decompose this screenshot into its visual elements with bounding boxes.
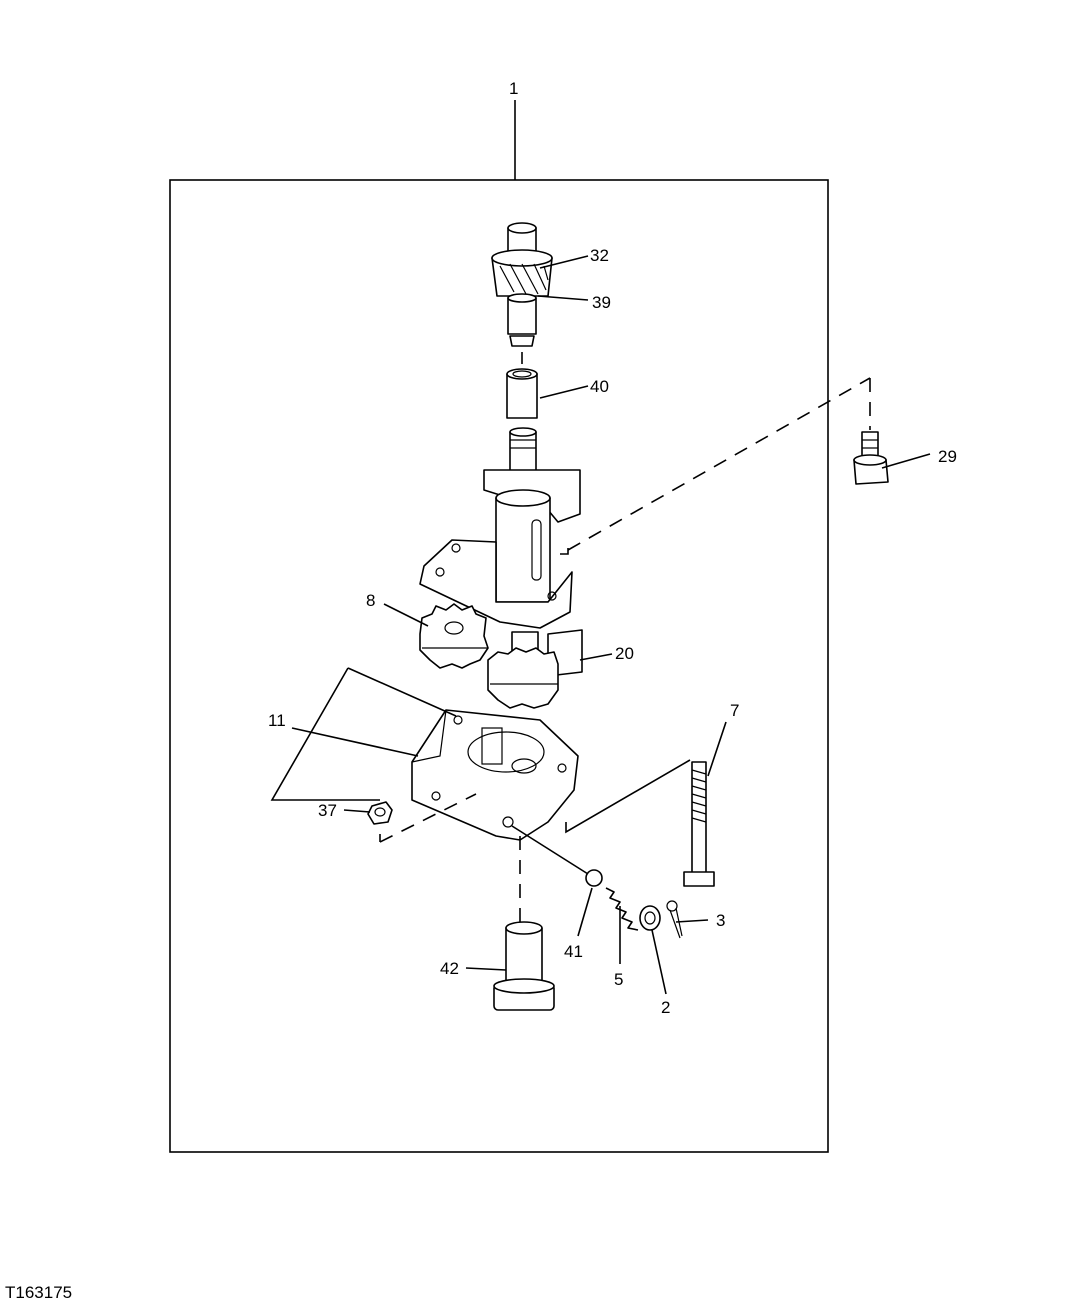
- leader-11: [291, 727, 419, 757]
- leader-7: [707, 721, 727, 777]
- callout-1: 1: [509, 79, 518, 98]
- assembly-frame: [169, 179, 829, 1153]
- callout-8: 8: [366, 591, 375, 610]
- leader-32: [539, 255, 589, 269]
- callout-42: 42: [440, 959, 459, 978]
- spring-5: [605, 887, 639, 931]
- guide-37-top: [347, 667, 457, 717]
- leader-37: [343, 809, 371, 813]
- nut-37: [367, 801, 393, 825]
- bushing-40: [506, 368, 538, 419]
- leader-41: [577, 887, 593, 937]
- callout-39: 39: [592, 293, 611, 312]
- fitting-29: [853, 431, 889, 485]
- pump-cover-11: [411, 709, 579, 841]
- idler-gear-8: [419, 603, 489, 669]
- guide-29-bracket: [560, 548, 569, 555]
- plug-2: [639, 905, 661, 931]
- figure-id: T163175: [5, 1283, 72, 1302]
- callout-37: 37: [318, 801, 337, 820]
- guide-29-line: [567, 377, 871, 551]
- gear-shaft-20: [487, 629, 583, 709]
- leader-40: [539, 385, 589, 399]
- cotter-pin-3: [666, 900, 683, 939]
- callout-29: 29: [938, 447, 957, 466]
- leader-42: [465, 967, 507, 971]
- callout-5: 5: [614, 970, 623, 989]
- axis-relief-valve: [511, 825, 589, 875]
- callout-3: 3: [716, 911, 725, 930]
- callout-2: 2: [661, 998, 670, 1017]
- drive-gear-32: [491, 222, 553, 347]
- callout-7: 7: [730, 701, 739, 720]
- leader-29: [881, 453, 931, 469]
- bolt-7: [683, 761, 715, 887]
- guide-37-bracket: [270, 667, 380, 801]
- callout-40: 40: [590, 377, 609, 396]
- leader-20: [579, 653, 613, 661]
- leader-39: [537, 295, 589, 301]
- guide-37-dash: [379, 793, 477, 843]
- ball-41: [585, 869, 603, 887]
- callout-32: 32: [590, 246, 609, 265]
- callout-11: 11: [268, 711, 286, 730]
- guide-7-bracket: [565, 759, 691, 834]
- leader-8: [383, 603, 429, 627]
- leader-2: [651, 929, 667, 995]
- pump-body: [419, 427, 581, 629]
- callout-41: 41: [564, 942, 583, 961]
- leader-3: [675, 919, 709, 923]
- callout-20: 20: [615, 644, 634, 663]
- sleeve-42: [493, 921, 555, 1011]
